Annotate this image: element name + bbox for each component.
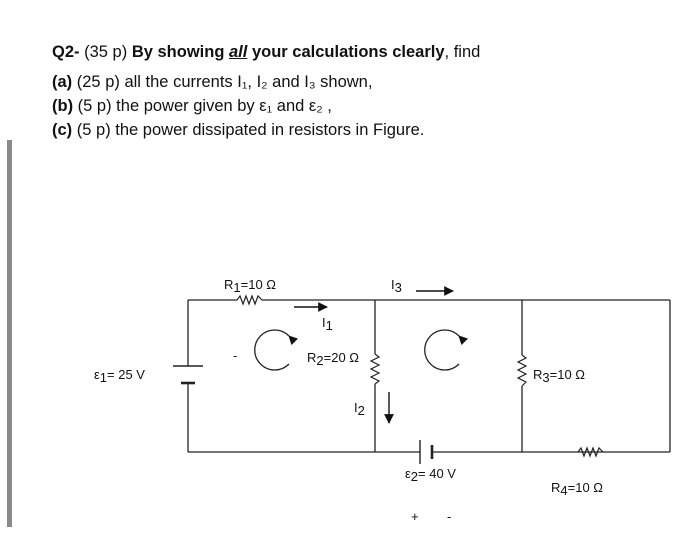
battery-e1-symbol bbox=[173, 365, 203, 385]
instruction-bold: By showing bbox=[131, 43, 225, 61]
label-r1: R1=10 Ω bbox=[224, 277, 276, 295]
part-b-label: (b) bbox=[52, 97, 74, 115]
part-c: (c) (5 p) the power dissipated in resist… bbox=[52, 118, 682, 142]
circuit-wires bbox=[187, 299, 671, 453]
part-a-text: (25 p) all the currents I₁, I₂ and I₃ sh… bbox=[76, 73, 373, 91]
label-e1: ε1= 25 V bbox=[94, 367, 145, 385]
part-b: (b) (5 p) the power given by ε₁ and ε₂ , bbox=[52, 94, 682, 118]
e2-minus-sign: - bbox=[447, 509, 451, 524]
resistor-r1-symbol bbox=[236, 294, 263, 306]
instruction-rest: your calculations clearly bbox=[251, 43, 445, 61]
part-a-label: (a) bbox=[52, 73, 73, 91]
label-r4: R4=10 Ω bbox=[551, 480, 603, 498]
resistor-r4-symbol bbox=[577, 446, 604, 458]
question-block: Q2- (35 p) By showing all your calculati… bbox=[52, 40, 682, 142]
part-c-text: (5 p) the power dissipated in resistors … bbox=[76, 121, 425, 139]
loop-arrow-left bbox=[254, 329, 298, 371]
question-title: Q2- (35 p) By showing all your calculati… bbox=[52, 40, 682, 64]
question-points: (35 p) bbox=[84, 43, 128, 61]
label-e2: ε2= 40 V bbox=[405, 466, 456, 484]
resistor-r2-symbol bbox=[369, 353, 381, 385]
part-b-text: (5 p) the power given by ε₁ and ε₂ , bbox=[77, 97, 332, 115]
part-a: (a) (25 p) all the currents I₁, I₂ and I… bbox=[52, 70, 682, 94]
label-r3: R3=10 Ω bbox=[533, 367, 585, 385]
label-i1: I1 bbox=[322, 315, 333, 333]
label-i3: I3 bbox=[391, 277, 402, 295]
loop-arrow-right bbox=[424, 329, 468, 371]
e1-minus-sign: - bbox=[233, 348, 237, 363]
e2-plus-sign: + bbox=[411, 509, 419, 524]
left-margin-bar bbox=[7, 140, 12, 527]
resistor-r3-symbol bbox=[516, 354, 528, 387]
instruction-emphasis: all bbox=[229, 43, 248, 61]
part-c-label: (c) bbox=[52, 121, 73, 139]
question-number: Q2- bbox=[52, 43, 80, 61]
battery-e2-symbol bbox=[419, 440, 434, 464]
label-i2: I2 bbox=[354, 400, 365, 418]
label-r2: R2=20 Ω bbox=[307, 350, 359, 368]
instruction-tail: , find bbox=[444, 43, 481, 61]
